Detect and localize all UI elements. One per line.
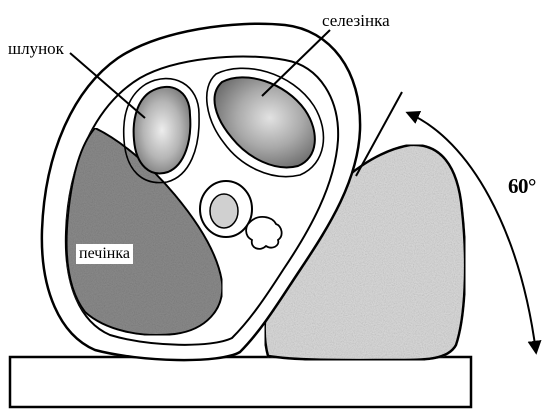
- angle-label: 60°: [508, 176, 536, 197]
- stomach-organ: [134, 87, 191, 174]
- liver-label: печінка: [76, 244, 133, 264]
- support-board: [10, 357, 471, 407]
- kidney-inner: [210, 194, 238, 228]
- spleen-label: селезінка: [322, 12, 390, 29]
- stomach-label: шлунок: [8, 40, 64, 57]
